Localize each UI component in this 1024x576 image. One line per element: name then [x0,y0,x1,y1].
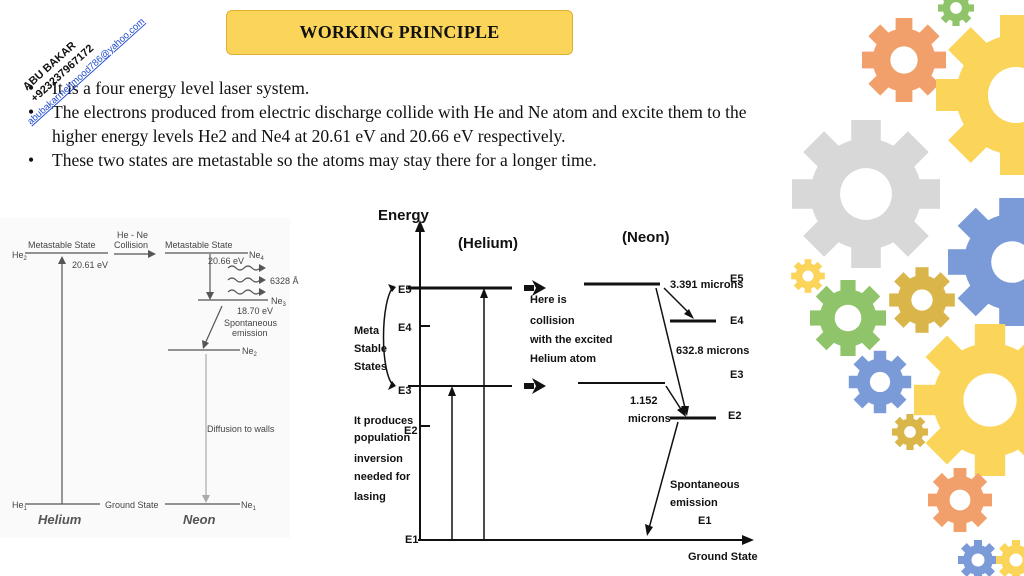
bullet-dot: • [28,102,35,122]
he2-label: He2 [12,250,28,262]
ne4-energy-label: 20.66 eV [208,256,244,266]
gear-icon [948,198,1024,326]
gear-icon [996,540,1024,576]
bullet-list: • It is a four energy level laser system… [28,76,768,172]
ne-e1-label: E1 [698,515,711,527]
ground-state-label: Ground State [688,551,758,563]
he-e5-label: E5 [398,284,411,296]
diagram-background [0,218,290,538]
gear-icon [928,468,992,532]
ne-e3-label: E3 [730,369,743,381]
meta-label-2: Stable [354,343,387,355]
energy-level-diagram: Energy (Helium) (Neon) E5 E4 E3 E2 E1 Me… [354,207,758,563]
diffusion-label: Diffusion to walls [207,424,275,434]
collision-label-2: collision [530,315,575,327]
gear-icon [791,259,825,293]
produces-label-2: population [354,432,410,444]
metastable-state-right: Metastable State [165,240,233,250]
spontaneous-label-1: Spontaneous [224,318,278,328]
title-banner: WORKING PRINCIPLE [226,10,573,55]
collision-label-4: Helium atom [530,353,596,365]
produces-label-5: lasing [354,491,386,503]
ne-e4-label: E4 [730,315,744,327]
helium-label: Helium [38,512,82,527]
gear-icon [892,414,928,450]
spontaneous-label-2: emission [670,497,718,509]
collision-label-3: with the excited [529,334,613,346]
ne1-label: Ne1 [241,500,257,512]
arrow-right-icon [532,378,546,394]
helium-heading: (Helium) [458,235,518,252]
he-ne-level-diagram: He2 Metastable State He - Ne Collision M… [0,218,299,538]
gear-icon [792,120,940,268]
he-e2-label: E2 [404,425,417,437]
produces-label-4: needed for [354,471,411,483]
ground-state-label: Ground State [105,500,159,510]
bullet-item: • The electrons produced from electric d… [28,100,768,148]
bullet-text: The electrons produced from electric dis… [52,102,747,146]
gears-decoration [791,0,1024,576]
wavelength-label: 6328 Å [270,276,299,286]
spontaneous-label-2: emission [232,328,268,338]
gear-icon [936,15,1024,175]
gear-icon [810,280,886,356]
gear-icon [938,0,974,26]
gear-icon [958,540,998,576]
metastable-state-left: Metastable State [28,240,96,250]
ne4-label: Ne4 [249,250,265,262]
neon-heading: (Neon) [622,229,670,246]
gear-icon [889,267,955,333]
meta-label-3: States [354,361,387,373]
wavelength-3391: 3.391 microns [670,279,743,291]
bullet-item: • It is a four energy level laser system… [28,76,768,100]
spontaneous-label-1: Spontaneous [670,479,740,491]
arrow-right-icon [532,280,546,296]
bullet-text: These two states are metastable so the a… [52,150,597,170]
he-e4-label: E4 [398,322,412,334]
wavelength-6328: 632.8 microns [676,345,749,357]
he-e1-label: E1 [405,534,418,546]
collision-label-1: He - Ne [117,230,148,240]
ne-e5-label: E5 [730,273,743,285]
page-title: WORKING PRINCIPLE [299,22,500,42]
he1-label: He1 [12,500,28,512]
collision-label-1: Here is [530,294,567,306]
ne-e2-label: E2 [728,410,741,422]
ne3-energy-label: 18.70 eV [237,306,273,316]
produces-label-1: It produces [354,415,413,427]
gear-icon [862,18,946,103]
bullet-dot: • [28,150,35,170]
bullet-text: It is a four energy level laser system. [52,78,310,98]
wavelength-1152-1: 1.152 [630,395,658,407]
gear-icon [914,324,1024,476]
energy-axis-label: Energy [378,207,430,224]
produces-label-3: inversion [354,453,403,465]
neon-label: Neon [183,512,216,527]
collision-label-2: Collision [114,240,148,250]
ne3-label: Ne3 [271,296,287,308]
ne2-label: Ne2 [242,346,258,358]
bullet-item: • These two states are metastable so the… [28,148,768,172]
meta-label-1: Meta [354,325,380,337]
gear-icon [848,350,912,414]
watermark: ABU BAKAR +923237967172 abubakarmehmood7… [21,16,147,127]
bullet-dot: • [28,78,35,98]
wavelength-1152-2: microns [628,413,671,425]
he-energy-label: 20.61 eV [72,260,108,270]
he-e3-label: E3 [398,385,411,397]
